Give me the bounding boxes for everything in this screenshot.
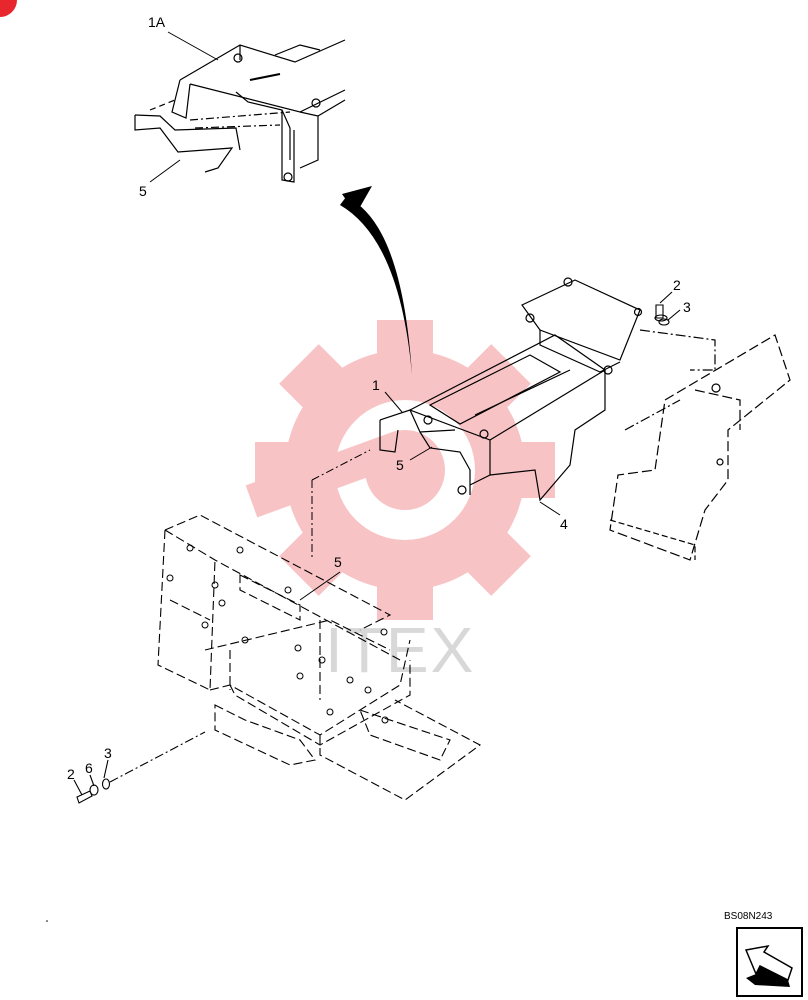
label-part-2-top: 2 — [673, 277, 681, 293]
drawing-code: BS08N243 — [724, 911, 773, 922]
cover-assembly — [379, 277, 791, 561]
watermark-gear-icon — [245, 320, 555, 620]
label-part-3-bottom: 3 — [104, 745, 112, 761]
reference-arrow-icon — [340, 197, 412, 375]
label-part-6-bottom: 6 — [85, 760, 93, 776]
orientation-arrow-icon — [736, 927, 803, 997]
label-part-3-top: 3 — [683, 299, 691, 315]
label-part-1: 1 — [372, 377, 380, 393]
label-part-5-mid: 5 — [396, 457, 404, 473]
label-part-5-detail: 5 — [139, 183, 147, 199]
leaders-top — [149, 31, 219, 183]
corner-mark — [0, 0, 17, 17]
label-part-5-lower: 5 — [334, 554, 342, 570]
hardware-top-right — [654, 291, 681, 326]
label-part-1a: 1A — [148, 14, 166, 30]
watermark-text: ITEX — [325, 614, 475, 686]
floor-bolts — [166, 544, 389, 724]
leaders-main — [299, 391, 561, 601]
floor-assembly — [157, 514, 482, 801]
detail-view-1a — [134, 39, 346, 183]
label-part-4: 4 — [560, 516, 568, 532]
hardware-bottom-left — [73, 731, 206, 804]
label-part-2-bottom: 2 — [67, 766, 75, 782]
stray-dot — [46, 920, 48, 922]
